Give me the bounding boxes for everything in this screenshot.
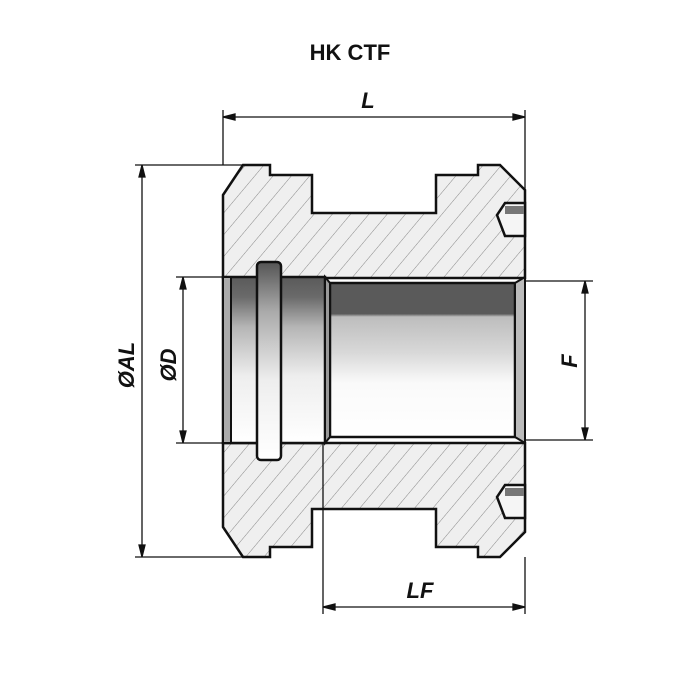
label-D: ØD [156,348,181,381]
label-F: F [557,354,582,368]
label-LF: LF [407,578,434,603]
label-AL: ØAL [114,342,139,388]
drawing-title: HK CTF [310,40,391,65]
dimension-D [176,276,223,444]
dimension-LF [322,443,526,614]
dimension-AL [135,164,243,558]
dimension-F [525,280,593,441]
seal-groove [255,260,283,462]
dimension-L [222,110,526,278]
label-L: L [361,88,374,113]
side-hole-bottom [495,483,527,520]
bore-thread [328,281,517,439]
lower-section [221,441,527,559]
